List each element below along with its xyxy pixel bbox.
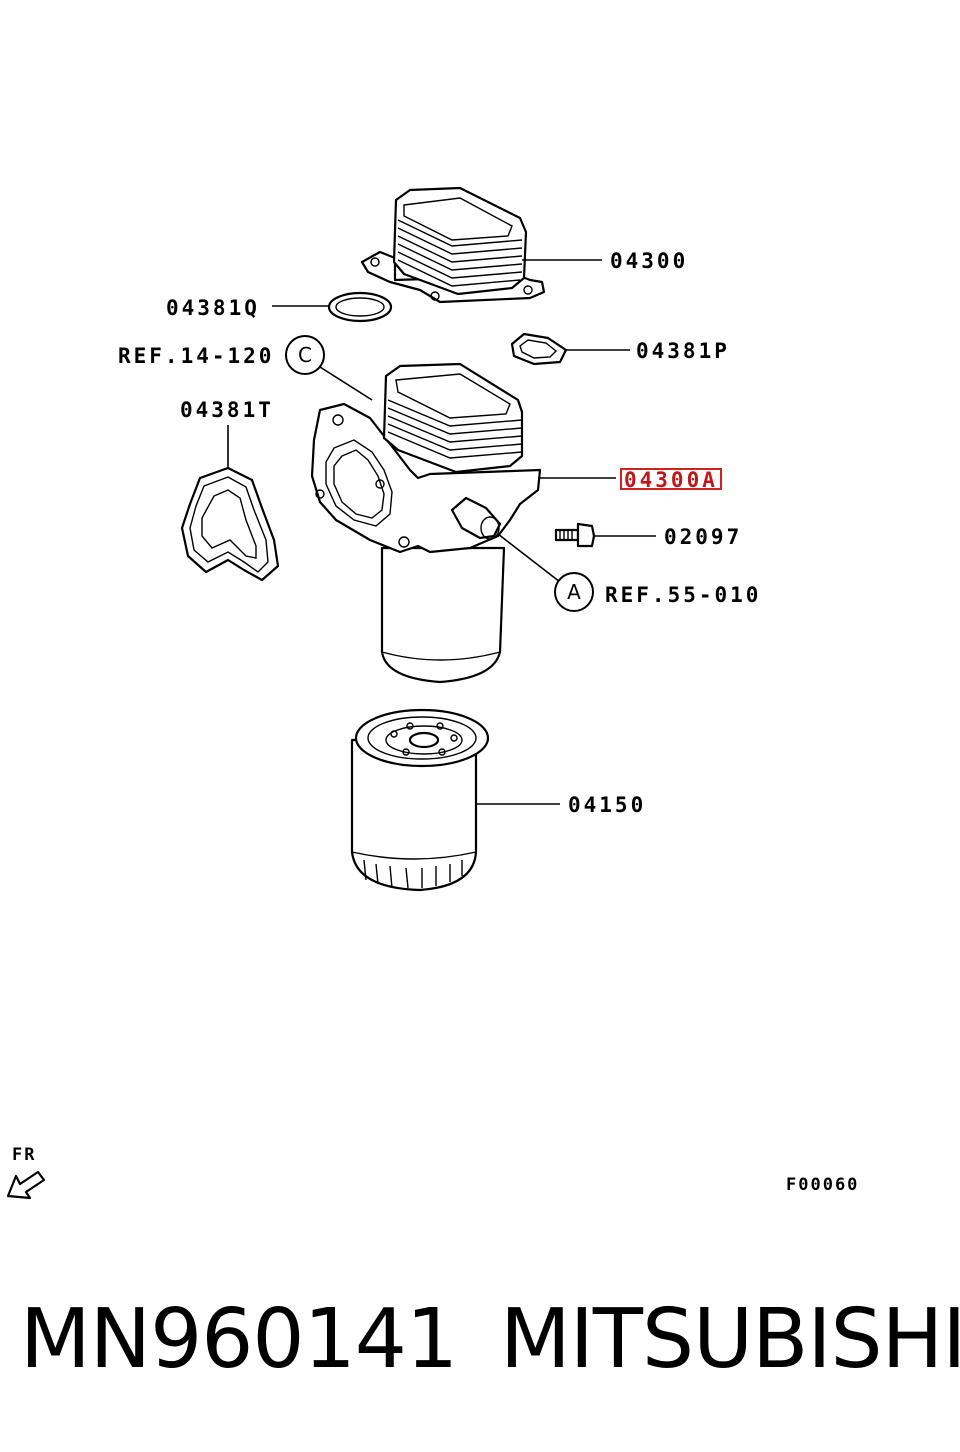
brand-name: MITSUBISHI xyxy=(500,1292,960,1387)
callout-c-circle xyxy=(285,335,325,375)
oil-filter-04150 xyxy=(350,708,490,892)
leader-ref-55-010 xyxy=(497,533,561,583)
leader-ref-14-120 xyxy=(319,366,373,401)
front-arrow-icon xyxy=(6,1170,46,1200)
oil-cooler-part xyxy=(360,186,546,304)
label-ref-14-120: REF.14-120 xyxy=(118,344,274,368)
gasket-04381p xyxy=(510,332,568,366)
housing-assembly-04300a xyxy=(310,362,542,684)
gasket-04381q xyxy=(327,291,393,323)
callout-a-circle xyxy=(554,572,594,612)
label-04300a: 04300A xyxy=(624,468,718,492)
label-04381p: 04381P xyxy=(636,339,730,363)
label-04300: 04300 xyxy=(610,249,688,273)
part-number: MN960141 xyxy=(20,1292,458,1387)
product-title: MN960141 MITSUBISHI xyxy=(0,1290,960,1400)
front-label: FR xyxy=(12,1145,36,1165)
bolt-02097 xyxy=(554,522,596,548)
label-ref-55-010: REF.55-010 xyxy=(605,583,761,607)
callout-c-letter: C xyxy=(298,343,312,367)
figure-code: F00060 xyxy=(786,1175,859,1195)
label-04381t: 04381T xyxy=(180,398,274,422)
label-04150: 04150 xyxy=(568,793,646,817)
gasket-04381t xyxy=(180,466,280,582)
label-02097: 02097 xyxy=(664,525,742,549)
highlight-box-04300a xyxy=(620,468,722,490)
label-04381q: 04381Q xyxy=(166,296,260,320)
callout-a-letter: A xyxy=(567,580,581,604)
